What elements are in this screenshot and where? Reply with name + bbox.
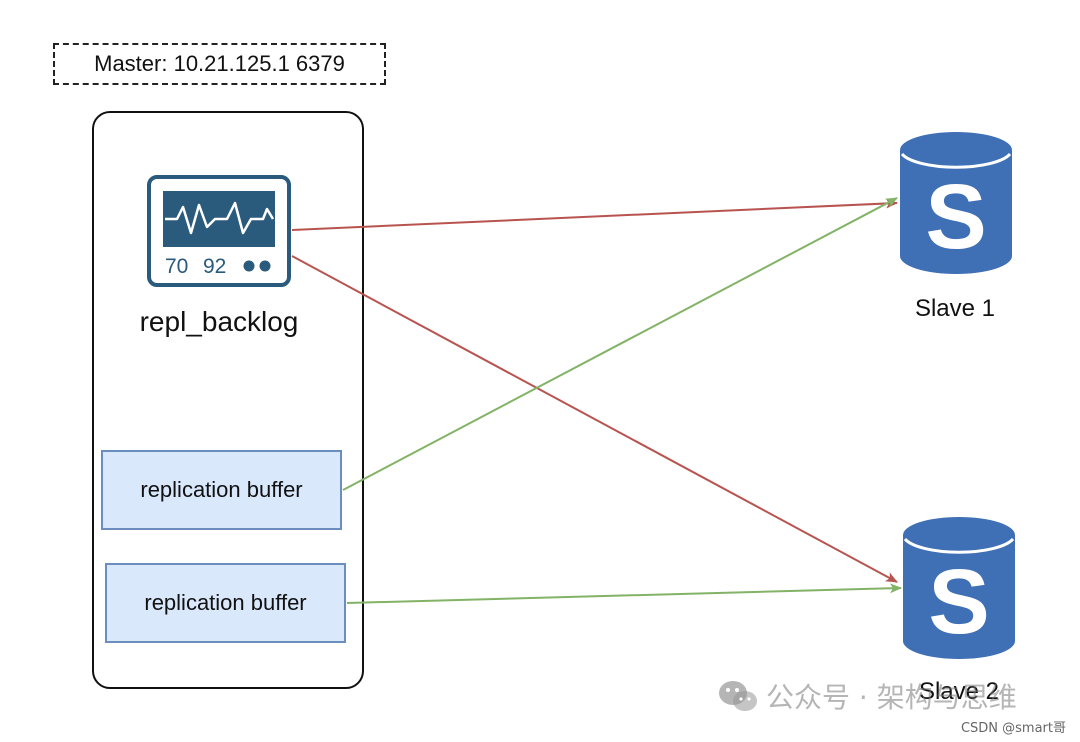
- monitor-dot-1: [243, 260, 255, 272]
- slave-2-glyph: S: [928, 551, 989, 653]
- repl-backlog-label: repl_backlog: [139, 306, 299, 337]
- csdn-credit: CSDN @smart哥: [960, 721, 1066, 736]
- slave-1-glyph: S: [925, 166, 986, 268]
- wechat-icon: [719, 681, 757, 711]
- slave-2-label: Slave 2: [918, 678, 1000, 705]
- buffer-2-to-slave-2-arrow: [346, 583, 902, 604]
- monitor-dot-2: [259, 260, 271, 272]
- monitor-value-2: 92: [203, 255, 226, 278]
- buffer-1-to-slave-1-arrow: [342, 197, 898, 491]
- backlog-to-slave-2-arrow: [291, 255, 898, 583]
- monitor-icon: 70 92: [147, 175, 291, 287]
- watermark: 公众号 · 架构与思维: [718, 676, 1017, 716]
- replication-buffer-2: replication buffer: [105, 563, 346, 643]
- slave-1-label: Slave 1: [914, 295, 996, 322]
- replication-buffer-1: replication buffer: [101, 450, 342, 530]
- slave-2-database-icon: S: [903, 517, 1015, 659]
- backlog-to-slave-1-arrow: [291, 198, 898, 231]
- watermark-text: 公众号 · 架构与思维: [766, 681, 1017, 714]
- master-label: Master: 10.21.125.1 6379: [53, 43, 386, 85]
- monitor-value-1: 70: [165, 255, 188, 278]
- slave-1-database-icon: S: [900, 132, 1012, 274]
